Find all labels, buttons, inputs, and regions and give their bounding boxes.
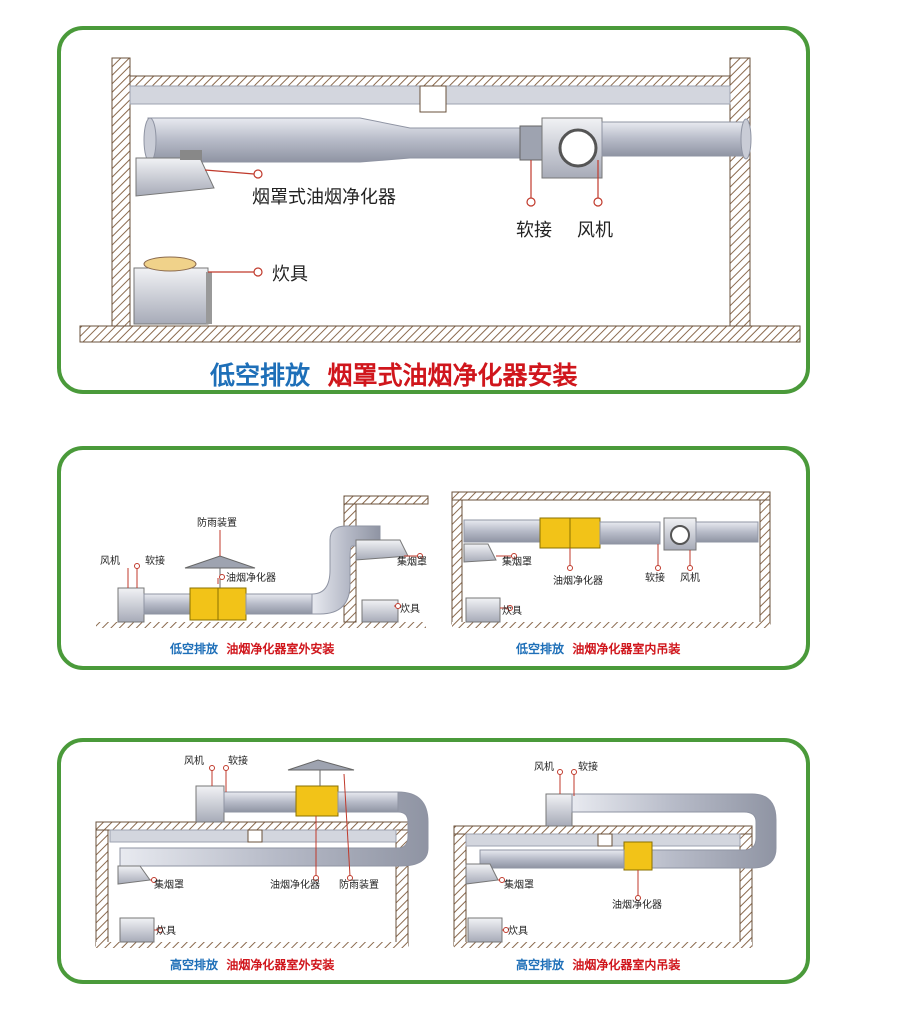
- label-stove: 炊具: [508, 924, 528, 937]
- label-purifier: 油烟净化器: [612, 898, 662, 911]
- label-purifier: 油烟净化器: [226, 571, 276, 584]
- caption-panel1: 低空排放 烟罩式油烟净化器安装: [210, 356, 577, 392]
- caption-red: 烟罩式油烟净化器安装: [327, 361, 578, 390]
- label-joint: 软接: [578, 760, 598, 773]
- label-stove: 炊具: [272, 264, 308, 285]
- label-joint: 软接: [516, 220, 552, 241]
- diagram-indoor-high: [453, 793, 777, 948]
- diagram-outdoor-high: [95, 759, 429, 948]
- panel-low-emission: [57, 446, 810, 670]
- label-joint: 软接: [645, 571, 665, 584]
- caption-panel2-left: 低空排放 油烟净化器室外安装: [170, 640, 334, 657]
- label-hood-purifier: 烟罩式油烟净化器: [252, 187, 396, 208]
- label-stove: 炊具: [400, 602, 420, 615]
- label-hood: 集烟罩: [502, 555, 532, 568]
- caption-red: 油烟净化器室内吊装: [572, 642, 681, 656]
- label-fan: 风机: [577, 220, 613, 241]
- label-fan: 风机: [184, 754, 204, 767]
- cooking-stove: [133, 256, 212, 325]
- label-leaders-outdoor-low: [127, 530, 423, 609]
- label-stove: 炊具: [156, 924, 176, 937]
- label-joint: 软接: [145, 554, 165, 567]
- label-hood: 集烟罩: [154, 878, 184, 891]
- diagram-outdoor-low: [96, 495, 429, 628]
- label-purifier: 油烟净化器: [553, 574, 603, 587]
- label-leaders: [204, 160, 603, 277]
- label-hood: 集烟罩: [397, 555, 427, 568]
- caption-red: 油烟净化器室外安装: [226, 958, 335, 972]
- caption-red: 油烟净化器室外安装: [226, 642, 335, 656]
- label-hood: 集烟罩: [504, 878, 534, 891]
- label-leaders-indoor-high: [498, 769, 641, 933]
- caption-panel2-right: 低空排放 油烟净化器室内吊装: [516, 640, 680, 657]
- hood-purifier: [135, 150, 215, 197]
- caption-blue: 高空排放: [516, 958, 565, 972]
- label-stove: 炊具: [502, 604, 522, 617]
- label-rain-cover: 防雨装置: [339, 878, 379, 891]
- label-purifier: 油烟净化器: [270, 878, 320, 891]
- caption-blue: 低空排放: [170, 642, 219, 656]
- exhaust-duct: [143, 117, 752, 179]
- caption-blue: 低空排放: [516, 642, 565, 656]
- label-fan: 风机: [534, 760, 554, 773]
- caption-panel3-left: 高空排放 油烟净化器室外安装: [170, 956, 334, 973]
- label-rain-cover: 防雨装置: [197, 516, 237, 529]
- label-fan: 风机: [100, 554, 120, 567]
- label-leaders-indoor-low: [496, 544, 693, 611]
- label-joint: 软接: [228, 754, 248, 767]
- label-leaders-outdoor-high: [150, 765, 353, 933]
- caption-panel3-right: 高空排放 油烟净化器室内吊装: [516, 956, 680, 973]
- caption-red: 油烟净化器室内吊装: [572, 958, 681, 972]
- building-structure: [79, 57, 801, 343]
- diagram-indoor-low: [451, 491, 771, 628]
- caption-blue: 高空排放: [170, 958, 219, 972]
- caption-blue: 低空排放: [210, 361, 311, 390]
- label-fan: 风机: [680, 571, 700, 584]
